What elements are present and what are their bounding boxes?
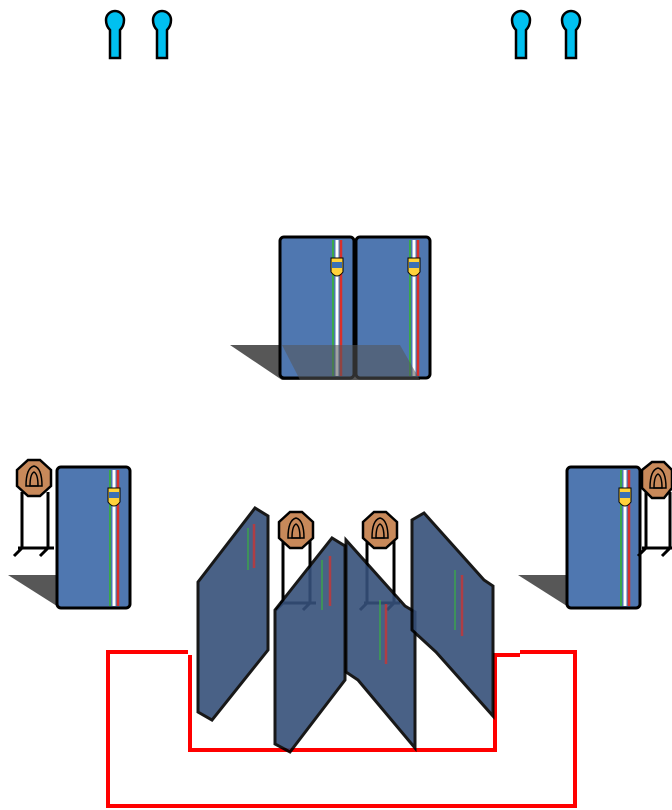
shooting-box-inner bbox=[188, 653, 520, 752]
barrel-panel-angled-4 bbox=[410, 511, 495, 720]
shooting-box-outer bbox=[106, 650, 577, 808]
post-right-2 bbox=[560, 9, 582, 60]
barrel-panel-angled-3 bbox=[344, 536, 417, 753]
barrel-panel-angled-2 bbox=[273, 536, 347, 754]
barrel-panel-right bbox=[565, 465, 642, 610]
steel-target-right bbox=[636, 460, 672, 558]
barrel-panel-angled-1 bbox=[196, 506, 270, 722]
post-left-1 bbox=[104, 9, 126, 60]
post-left-2 bbox=[151, 9, 173, 60]
panel-shadow-center-overlay bbox=[282, 345, 420, 380]
steel-target-left bbox=[12, 458, 54, 558]
barrel-panel-left bbox=[55, 465, 132, 610]
post-right-1 bbox=[510, 9, 532, 60]
steel-target-center-right bbox=[358, 510, 400, 612]
